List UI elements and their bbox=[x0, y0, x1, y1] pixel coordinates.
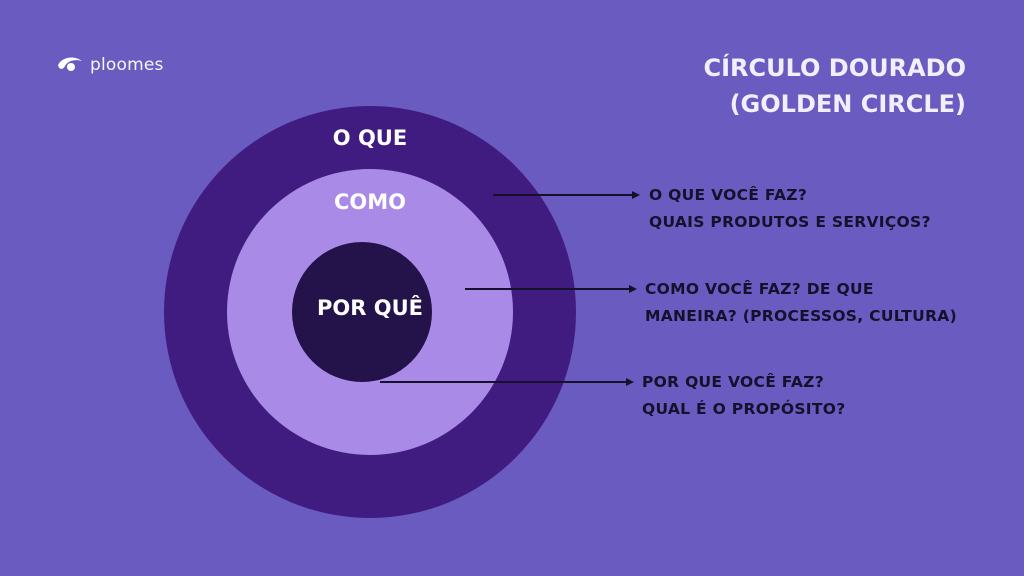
description-why: POR QUE VOCÊ FAZ? QUAL É O PROPÓSITO? bbox=[642, 369, 846, 423]
description-how: COMO VOCÊ FAZ? DE QUE MANEIRA? (PROCESSO… bbox=[645, 276, 957, 330]
description-what-line-1: O QUE VOCÊ FAZ? bbox=[649, 186, 808, 204]
brand-logo: ploomes bbox=[56, 55, 164, 75]
title-line-1: CÍRCULO DOURADO bbox=[703, 54, 966, 82]
inner-circle-why bbox=[292, 242, 432, 382]
description-why-line-2: QUAL É O PROPÓSITO? bbox=[642, 400, 846, 418]
label-why: POR QUÊ bbox=[317, 296, 423, 320]
label-how: COMO bbox=[333, 190, 406, 214]
label-what: O QUE bbox=[332, 126, 408, 150]
ploomes-logo-icon bbox=[58, 57, 82, 71]
description-how-line-1: COMO VOCÊ FAZ? DE QUE bbox=[645, 280, 874, 298]
title-line-2: (GOLDEN CIRCLE) bbox=[729, 90, 966, 118]
description-how-line-2: MANEIRA? (PROCESSOS, CULTURA) bbox=[645, 307, 957, 325]
description-why-line-1: POR QUE VOCÊ FAZ? bbox=[642, 373, 825, 391]
description-what: O QUE VOCÊ FAZ? QUAIS PRODUTOS E SERVIÇO… bbox=[649, 182, 931, 236]
brand-name: ploomes bbox=[90, 55, 164, 75]
page-title: CÍRCULO DOURADO (GOLDEN CIRCLE) bbox=[703, 50, 966, 122]
description-what-line-2: QUAIS PRODUTOS E SERVIÇOS? bbox=[649, 213, 931, 231]
